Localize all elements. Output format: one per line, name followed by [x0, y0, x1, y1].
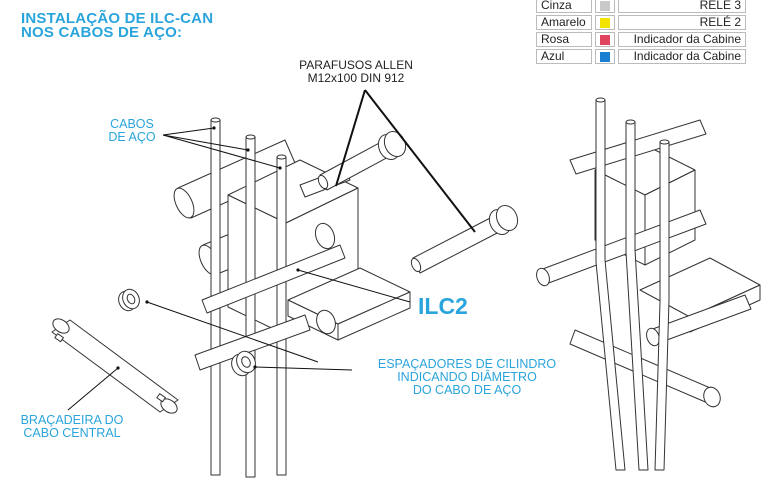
legend-value: RELÉ 2 — [618, 15, 746, 30]
left-front-rod-2 — [194, 314, 311, 371]
legend-swatch — [595, 49, 615, 64]
espacadores-line-2: INDICANDO DIÂMETRO — [397, 370, 537, 384]
legend-row: Cinza RELÉ 3 — [536, 0, 746, 13]
label-espacadores: ESPAÇADORES DE CILINDRO INDICANDO DIÂMET… — [352, 358, 582, 397]
color-swatch — [600, 51, 610, 62]
cabos-line-2: DE AÇO — [108, 130, 156, 144]
legend-value: Indicador da Cabine — [618, 32, 746, 47]
legend-swatch — [595, 0, 615, 13]
parafusos-line-2: M12x100 DIN 912 — [307, 71, 405, 85]
right-steel-cables — [595, 97, 670, 471]
title-line-2: NOS CABOS DE AÇO: — [21, 24, 183, 41]
legend-row: Amarelo RELÉ 2 — [536, 15, 746, 30]
leader-screws — [335, 89, 476, 233]
page-title: INSTALAÇÃO DE ILC-CAN NOS CABOS DE AÇO: — [21, 10, 251, 41]
leader-spacer-2 — [254, 366, 353, 371]
spacer-cylinder-2 — [231, 350, 256, 377]
leader-spacer-1 — [146, 301, 319, 363]
label-parafusos: PARAFUSOS ALLEN M12x100 DIN 912 — [286, 59, 426, 85]
leader-lines — [67, 127, 411, 411]
leader-cabos-1 — [162, 127, 215, 136]
cabos-line-1: CABOS — [110, 117, 154, 131]
allen-screw-2 — [410, 204, 519, 274]
legend-value: Indicador da Cabine — [618, 49, 746, 64]
legend-color-name: Amarelo — [536, 15, 592, 30]
leader-clamp — [67, 367, 119, 411]
legend-color-name: Rosa — [536, 32, 592, 47]
color-swatch — [600, 0, 610, 11]
legend-row: Azul Indicador da Cabine — [536, 49, 746, 64]
bracadeira-line-1: BRAÇADEIRA DO — [20, 413, 124, 427]
legend-swatch — [595, 15, 615, 30]
legend-value: RELÉ 3 — [618, 0, 746, 13]
leader-cabos-2 — [162, 134, 249, 151]
legend-color-name: Cinza — [536, 0, 592, 13]
label-ilc2: ILC2 — [418, 293, 468, 319]
steel-cable-3 — [276, 154, 287, 476]
leader-dots — [116, 126, 300, 370]
leader-ilc2 — [297, 269, 411, 303]
color-swatch — [600, 17, 610, 28]
left-front-rod-1 — [201, 244, 346, 314]
rod-end-bottom — [316, 309, 336, 335]
parafusos-line-1: PARAFUSOS ALLEN — [299, 58, 413, 72]
spacer-cylinder-1 — [118, 288, 140, 312]
color-swatch — [600, 34, 610, 45]
allen-screw-1 — [317, 130, 407, 191]
legend-row: Rosa Indicador da Cabine — [536, 32, 746, 47]
legend-swatch — [595, 32, 615, 47]
label-cabos-de-aco: CABOS DE AÇO — [104, 118, 160, 144]
title-line-1: INSTALAÇÃO DE ILC-CAN — [21, 10, 214, 27]
espacadores-line-1: ESPAÇADORES DE CILINDRO — [377, 357, 557, 371]
leader-cabos-3 — [162, 134, 281, 169]
label-bracadeira: BRAÇADEIRA DO CABO CENTRAL — [17, 414, 127, 440]
bracadeira-line-2: CABO CENTRAL — [23, 426, 121, 440]
ilc-base — [287, 267, 411, 341]
legend-color-name: Azul — [536, 49, 592, 64]
espacadores-line-3: DO CABO DE AÇO — [412, 383, 522, 397]
steel-cable-2 — [245, 134, 256, 478]
central-cable-clamp — [51, 318, 179, 414]
